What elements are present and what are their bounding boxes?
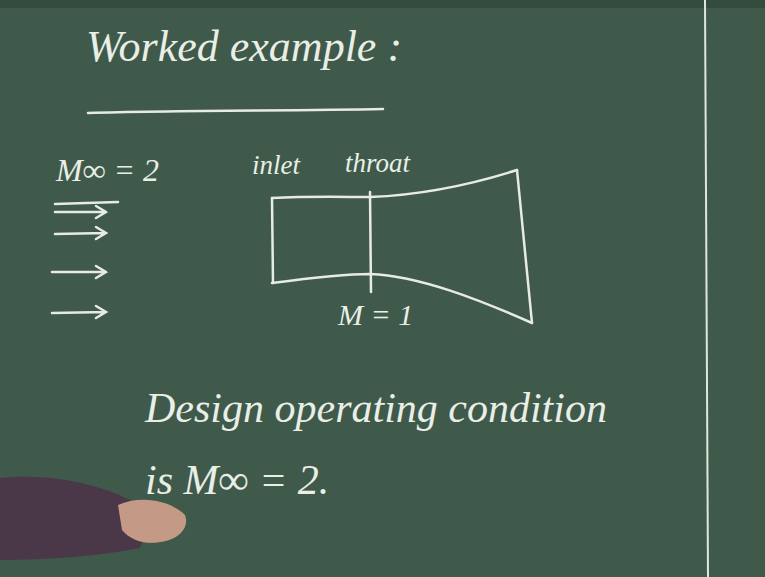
throat-line xyxy=(370,192,371,292)
chalk-strokes xyxy=(52,109,532,323)
flow-arrow xyxy=(52,306,106,318)
board-top-edge xyxy=(0,0,765,8)
board-divider xyxy=(705,0,708,577)
flow-arrow xyxy=(52,266,106,278)
mach-underline xyxy=(55,202,118,204)
hand xyxy=(118,500,186,543)
throat-mach: M = 1 xyxy=(338,298,413,333)
title-underline xyxy=(88,109,383,113)
flow-arrow xyxy=(55,227,106,239)
throat-label: throat xyxy=(345,148,410,179)
inlet-label: inlet xyxy=(252,150,300,181)
nozzle-exit-face xyxy=(517,170,532,323)
nozzle-inlet-face xyxy=(272,198,273,283)
flow-arrow xyxy=(55,206,106,218)
board-title: Worked example : xyxy=(86,22,402,73)
flow-arrows xyxy=(52,206,106,318)
design-note: Design operating condition is M∞ = 2. xyxy=(145,372,615,516)
free-stream-mach: M∞ = 2 xyxy=(56,152,159,189)
